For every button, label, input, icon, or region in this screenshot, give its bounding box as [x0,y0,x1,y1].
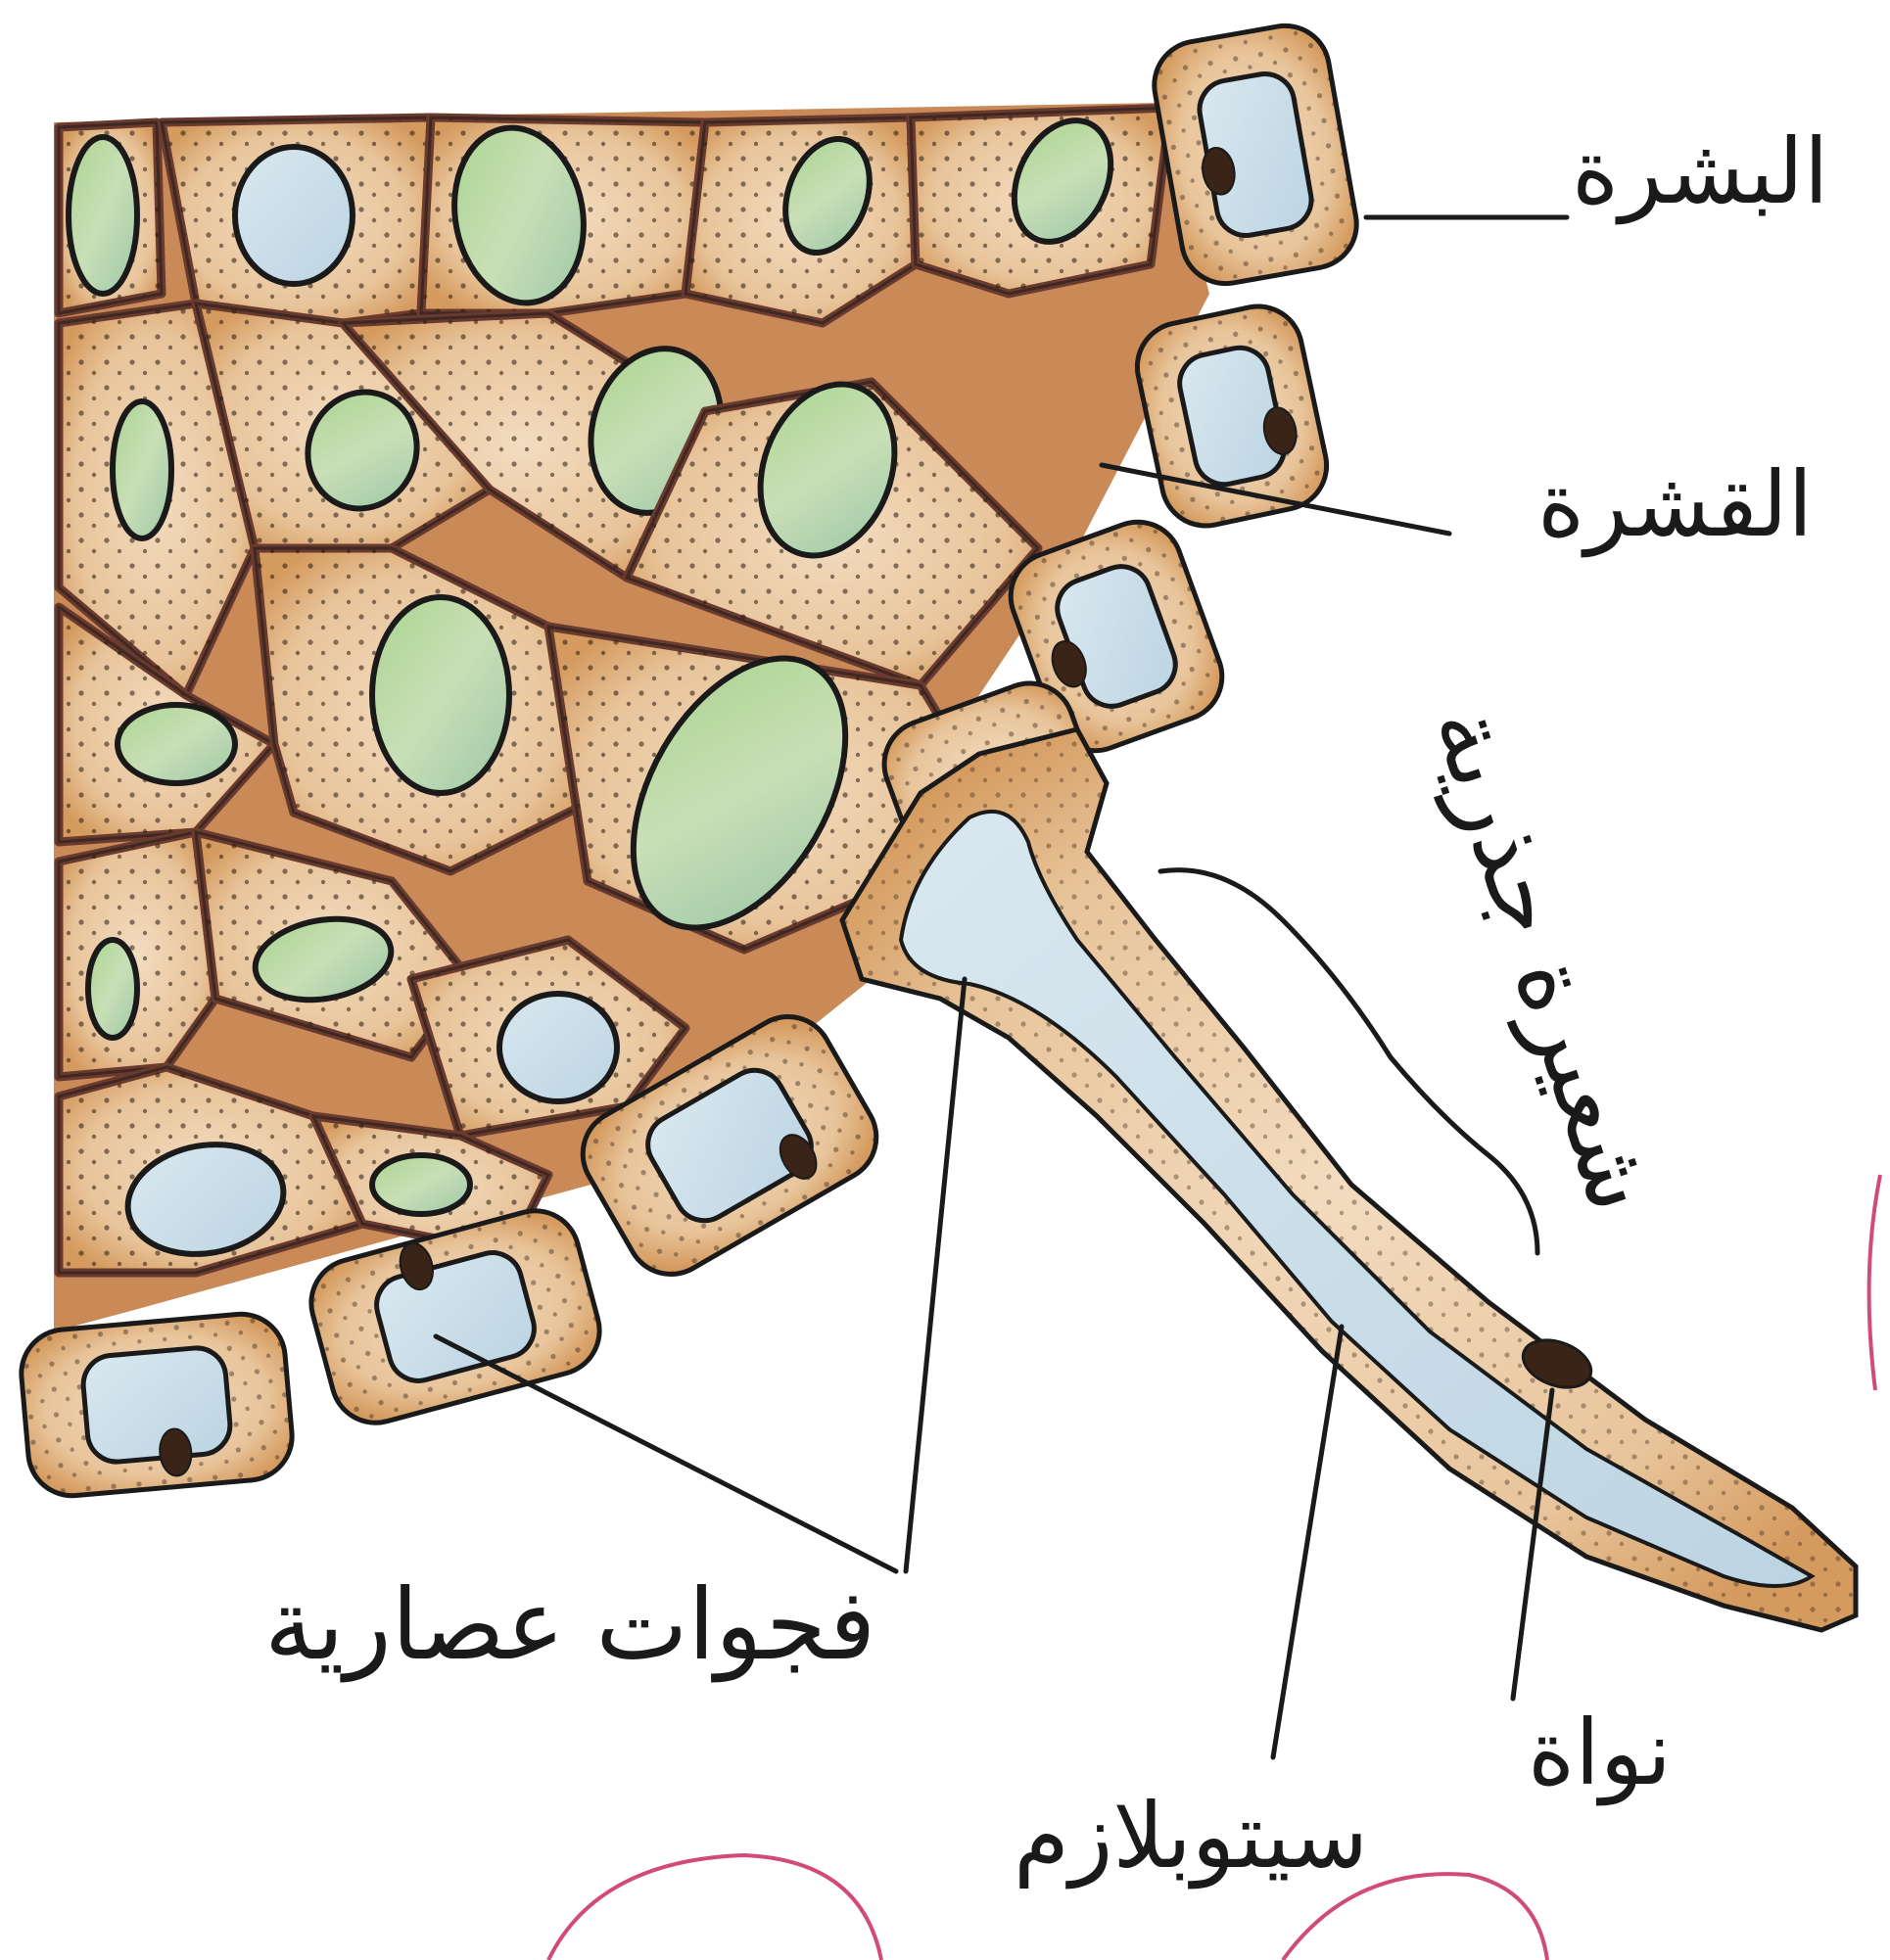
cortex-cell [162,117,431,323]
cortex-vacuole [235,147,353,284]
label-nucleus: نواة [1528,1708,1672,1798]
doodle-arc-left [548,1855,881,1960]
label-vacuoles: فجوات عصارية [264,1576,875,1674]
label-cortex: القشرة [1537,460,1813,550]
cortex-vacuole [118,705,235,783]
doodle-arc-edge [1869,1175,1880,1390]
cortex-vacuole [88,940,137,1038]
label-cytoplasm: سيتوبلازم [1014,1792,1368,1882]
epidermis-cell [18,1311,296,1500]
cortex-vacuole [69,137,137,294]
vacuole-pointer-left [436,1336,896,1571]
cytoplasm-pointer [1273,1327,1342,1757]
epidermis-cell [1129,299,1335,535]
cortex-cell [421,117,705,313]
epidermis-vacuole [81,1345,233,1464]
vacuole-pointer-right [906,979,965,1571]
root-hair [842,729,1856,1630]
label-epidermis: البشرة [1572,127,1828,217]
cortex-vacuole [372,1155,470,1214]
cortex-cell [59,122,162,313]
cortex-cell [911,105,1170,294]
cortex-vacuole [372,597,509,793]
cortex-vacuole [499,994,617,1101]
cortex-vacuole [113,401,171,538]
